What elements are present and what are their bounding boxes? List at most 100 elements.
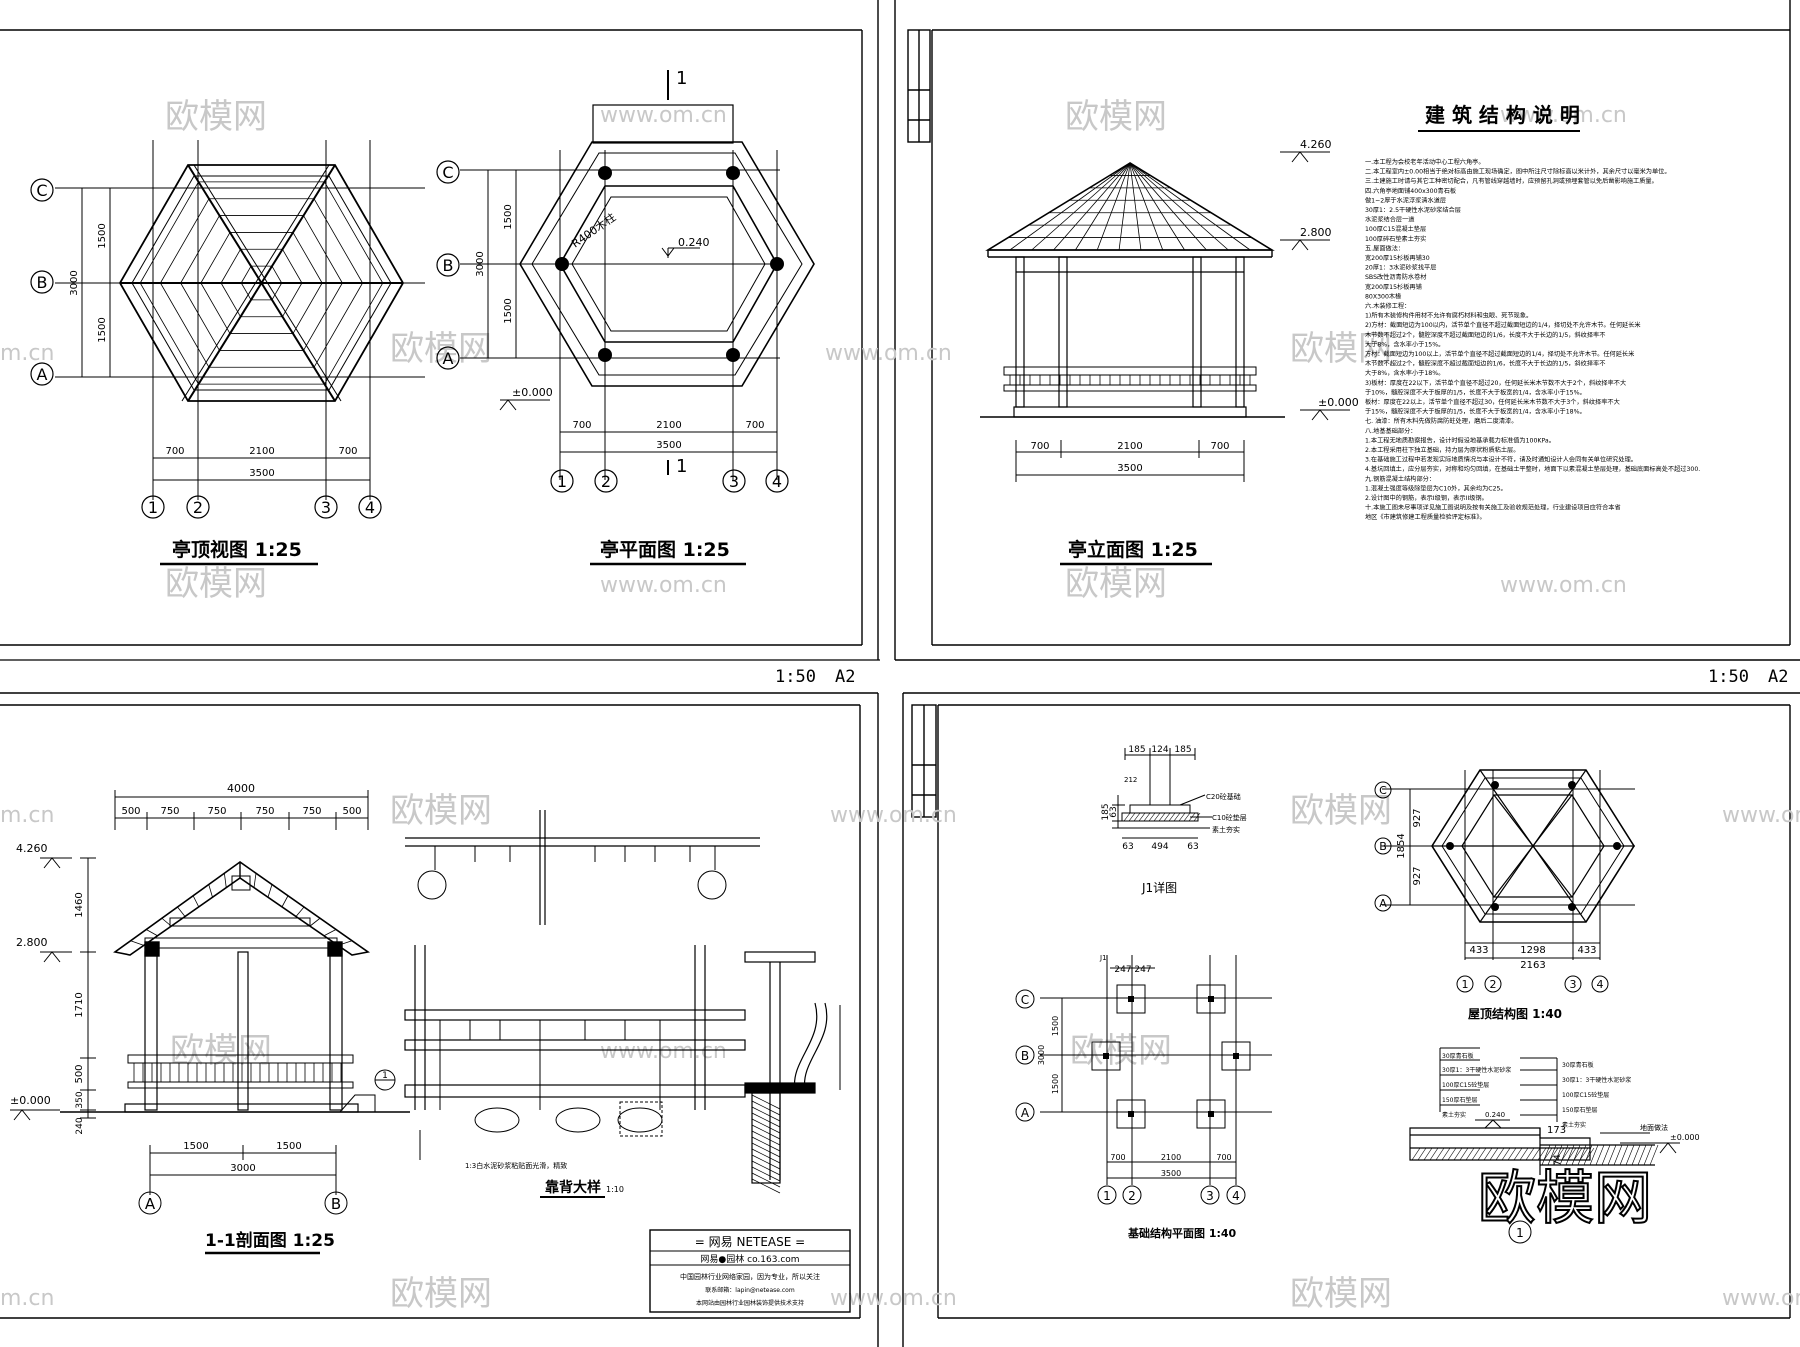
sheet-frame-bottom-right — [902, 692, 1800, 1347]
watermark-logo: 欧模网 — [165, 97, 267, 137]
dim-label: 700 — [1216, 1153, 1231, 1162]
watermark-url-short: m.cn — [0, 803, 54, 828]
dim-label: 1500 — [276, 1141, 301, 1152]
rafter — [177, 906, 186, 917]
level-label: 2.800 — [16, 936, 48, 949]
floor-layer-label: 素土夯实 — [1442, 1111, 1466, 1119]
roof-tile-line — [1129, 162, 1251, 251]
dim-label: 247 — [1134, 965, 1151, 975]
roof-tile-line — [282, 282, 303, 317]
hatch-line — [751, 1154, 781, 1170]
railing-detail-title: 靠背大样 — [545, 1179, 601, 1196]
floor-plan-title: 亭平面图 1:25 — [600, 538, 730, 561]
notes-line: 宽200厚15杉板再铺30 — [1365, 254, 1430, 262]
notes-line: 大于8%，含水率小于18%。 — [1365, 369, 1444, 377]
notes-line: 3)板材：厚度在22以下，活节单个直径不超过20，任何延长米木节数不大于2个，斜… — [1365, 379, 1626, 387]
hatch-line — [1513, 1147, 1523, 1161]
axis-label: 4 — [772, 472, 782, 491]
dim-label: 700 — [338, 446, 357, 457]
roof-tile-line — [1129, 162, 1164, 251]
hatch-line — [1411, 1147, 1421, 1161]
dim-label: 700 — [572, 420, 591, 431]
hatch-line — [1459, 1147, 1469, 1161]
rafter — [295, 906, 305, 917]
notes-line: 80X300木椽 — [1365, 292, 1402, 300]
hatch-line — [1168, 812, 1176, 822]
floor-plan-view — [436, 70, 815, 493]
notes-line: 五.屋面做法： — [1365, 244, 1404, 252]
footing-label: 素土夯实 — [1212, 825, 1240, 834]
hatch-line — [1577, 1144, 1587, 1166]
hatch-line — [1543, 1147, 1553, 1161]
roof-tile-line — [139, 181, 199, 284]
watermark-url-short: m.cn — [0, 1286, 54, 1311]
footing-label: C20砼基础 — [1206, 792, 1241, 801]
dim-label: 1500 — [503, 204, 514, 229]
roof-tile-line — [200, 282, 231, 334]
hatch-line — [1589, 1144, 1599, 1166]
axis-label: 2 — [1128, 1189, 1136, 1203]
dim-label: 3500 — [1161, 1169, 1181, 1178]
hatch-line — [1553, 1144, 1563, 1166]
hatch-line — [751, 1172, 781, 1188]
dim-label: 240 — [75, 1117, 85, 1134]
notes-line: 七. 油漆：所有木料先做防腐防蛀处理，磨后二度清漆。 — [1365, 417, 1517, 425]
dim-label: 350 — [75, 1091, 85, 1108]
notes-line: 大于8%，含水率小于15%。 — [1365, 340, 1444, 348]
watermark-logo: 欧模网 — [390, 1274, 492, 1314]
roof-tile-line — [303, 215, 343, 284]
watermark-logo: 欧模网 — [390, 791, 492, 831]
hatch-line — [1183, 812, 1191, 822]
dim-label: 1500 — [97, 223, 108, 248]
notes-line: 地区《市建筑修建工程质量检验评定标准》。 — [1365, 513, 1486, 521]
roof-tile-line — [271, 282, 283, 301]
notes-line: 十.本施工图未尽事项详见施工图说明及按有关施工及验收规范处理，行业建设项目应符合… — [1365, 504, 1621, 512]
hatch-line — [1625, 1144, 1635, 1166]
dim-label: 927 — [1412, 866, 1423, 885]
dim-label: 3500 — [1117, 463, 1142, 474]
dim-label: 1854 — [1396, 833, 1407, 858]
axis-label: A — [443, 349, 454, 368]
watermark-url: www.om.cn — [1500, 103, 1627, 128]
dim-label: 173 — [1547, 1125, 1566, 1136]
credit-line: 联系邮箱：lapin@netease.com — [705, 1286, 795, 1294]
dim-label: 1500 — [183, 1141, 208, 1152]
hatch-line — [1158, 812, 1166, 822]
floor-detail — [1409, 1047, 1680, 1244]
hatch-line — [1637, 1144, 1647, 1166]
watermark-url: www.om.cn — [830, 803, 957, 828]
footing-label: C10砼垫层 — [1212, 813, 1247, 822]
hatch-line — [751, 1166, 781, 1182]
dim-label: 63 — [1122, 842, 1133, 852]
watermark-url-short: m.cn — [0, 341, 54, 366]
railing-detail-scale: 1:10 — [606, 1185, 624, 1194]
column-radius-label: R400木柱 — [569, 210, 619, 251]
dim-label: 3500 — [656, 440, 681, 451]
hatch-line — [1423, 1147, 1433, 1161]
notes-line: 100厚碎石垫素土夯实 — [1365, 235, 1426, 243]
axis-label: 4 — [1232, 1189, 1240, 1203]
roof-tile-line — [240, 282, 252, 301]
notes-line: 1.混凝土强度等级除垫层为C10外，其余均为C25。 — [1365, 484, 1507, 492]
roof-tile-line — [1053, 162, 1131, 251]
dim-label: 3000 — [475, 251, 486, 276]
notes-line: 木节数不超过2个，髓腔深度不超过截面短边的1/6，长度不大于长边的1/5，斜纹择… — [1365, 331, 1605, 339]
dim-label: 1298 — [1520, 945, 1545, 956]
axis-label: C — [442, 163, 453, 182]
notes-line: 100厚C15混凝土垫层 — [1365, 225, 1426, 233]
dim-label: 1500 — [1051, 1074, 1060, 1094]
watermark-url: www.om.cn — [830, 1286, 957, 1311]
hatch-line — [1649, 1144, 1659, 1166]
roof-tile-line — [1129, 162, 1185, 251]
hatch-line — [1501, 1147, 1511, 1161]
roof-tile-line — [1129, 162, 1207, 251]
watermark-url: www.om.cn — [600, 103, 727, 128]
dim-label: 750 — [302, 806, 321, 817]
watermark-logo: 欧模网 — [1290, 1274, 1392, 1314]
rafter — [208, 884, 213, 898]
notes-line: 四.六角亭地面铺400x300青石板 — [1365, 187, 1456, 195]
dim-label: 2163 — [1520, 960, 1545, 971]
hatch-line — [751, 1130, 781, 1146]
hatch-line — [1453, 1147, 1463, 1161]
hatch-line — [1441, 1147, 1451, 1161]
